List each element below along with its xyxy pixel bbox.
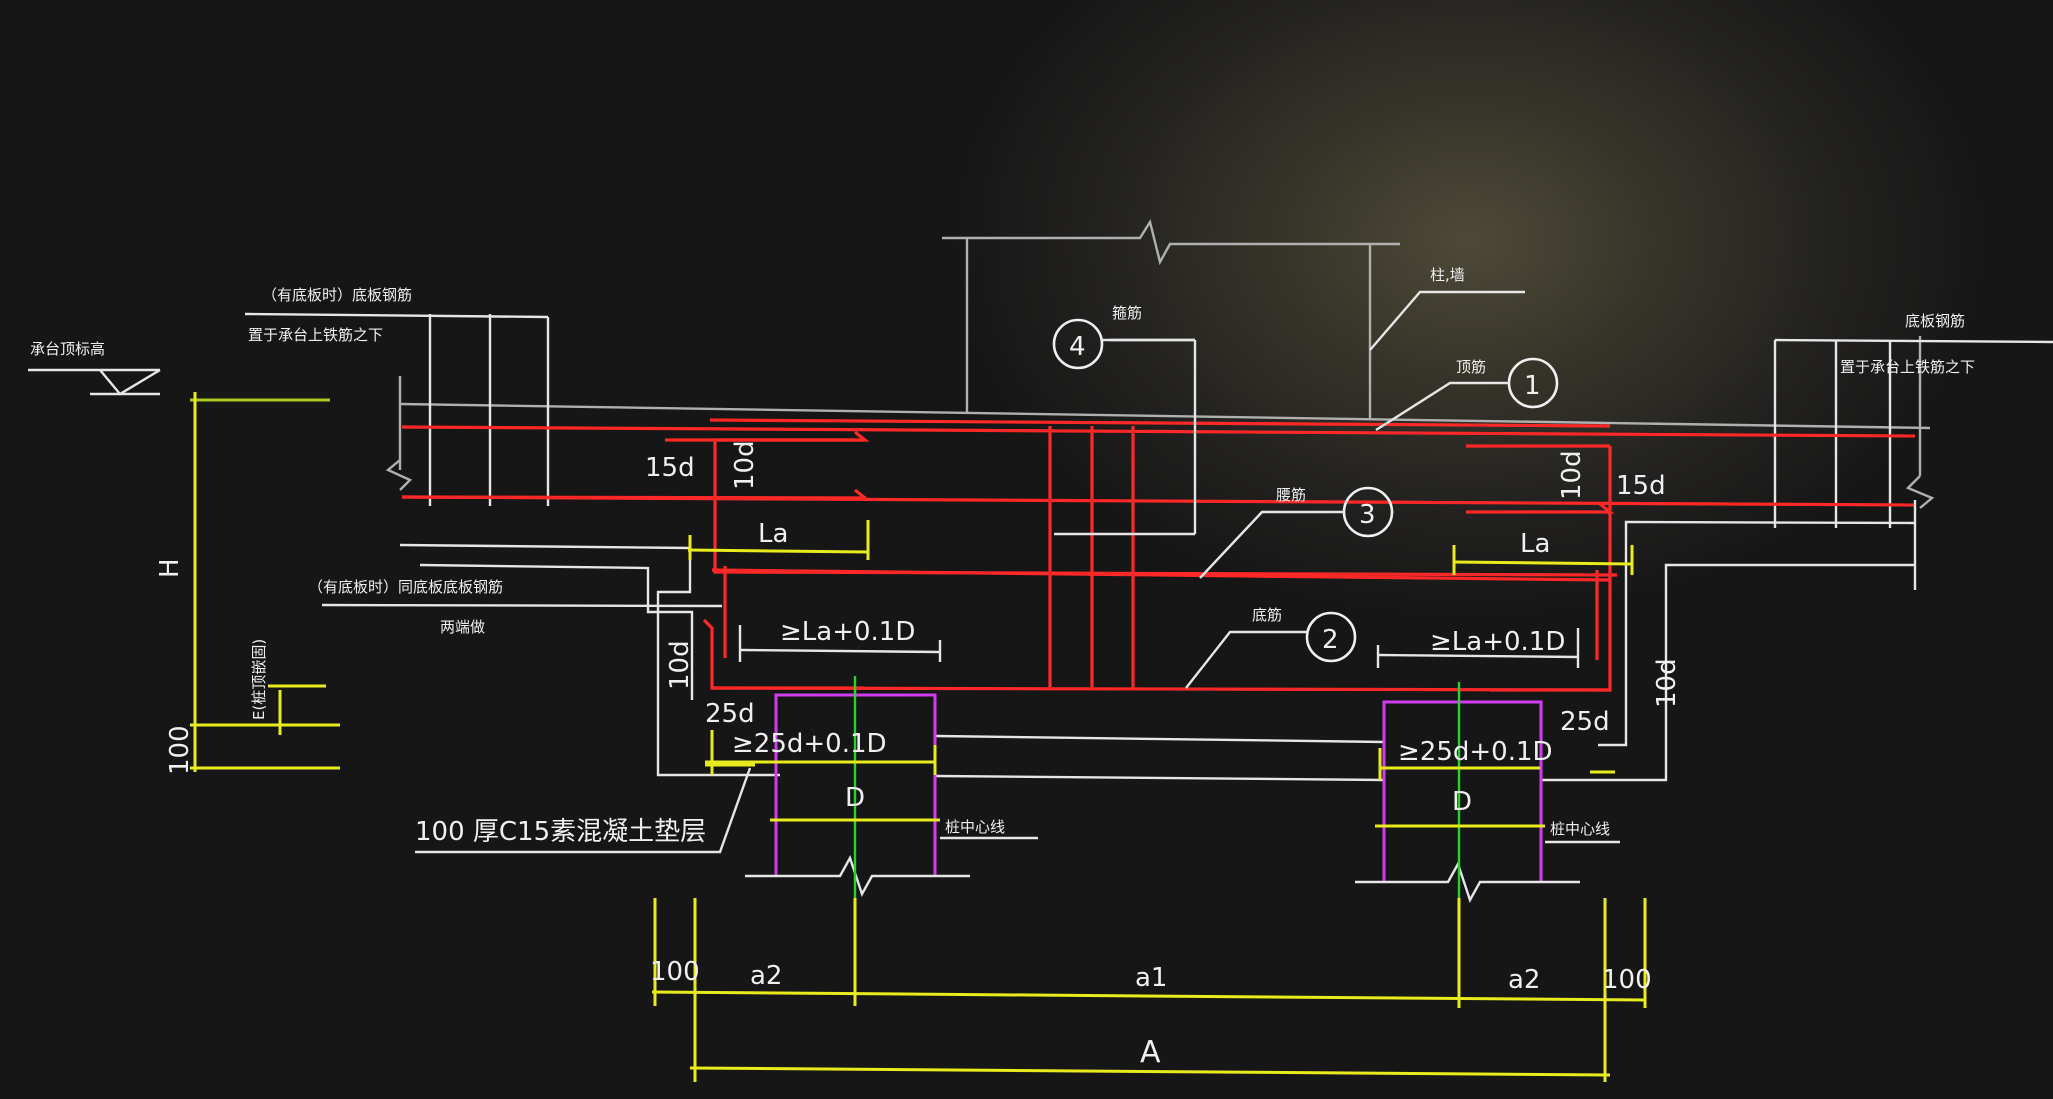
- dim-10d-left: 10d: [730, 440, 760, 490]
- dim-D-right: D: [1452, 787, 1472, 817]
- slab-lines: [385, 336, 1935, 509]
- dims-left: 15d 10d La ≥La+0.1D 10d 25d ≥25d+0.1D D …: [645, 440, 1038, 840]
- dim-a1: a1: [1135, 963, 1167, 993]
- marker-2: 2 底筋: [1185, 606, 1357, 689]
- dim-a2-left: a2: [750, 961, 782, 991]
- cap-outline: [399, 338, 1917, 782]
- dim-10d-right: 10d: [1557, 450, 1587, 500]
- note-mid-left-2: 两端做: [440, 618, 485, 636]
- dim-D-left: D: [845, 783, 865, 813]
- bottom-dims: 100 a2 a1 a2 100 A: [650, 898, 1652, 1082]
- left-top-note: （有底板时）底板钢筋 置于承台上铁筋之下: [244, 286, 550, 506]
- right-top-note: 底板钢筋 置于承台上铁筋之下: [1773, 312, 2053, 528]
- dim-2501-right: ≥25d+0.1D: [1398, 737, 1553, 767]
- label-stirrup: 箍筋: [1112, 304, 1142, 322]
- dim-la01-left: ≥La+0.1D: [780, 617, 915, 647]
- marker-1: 1 顶筋: [1375, 357, 1559, 432]
- dim-15d-right: 15d: [1616, 471, 1666, 501]
- dim-b100-left: 100: [650, 957, 700, 987]
- cushion-text: 100 厚C15素混凝土垫层: [415, 817, 706, 847]
- label-col: 柱,墙: [1430, 266, 1465, 284]
- dim-la-left: La: [758, 519, 788, 549]
- dim-e-label: E(桩顶嵌固): [250, 639, 268, 720]
- dim-la-right: La: [1520, 529, 1550, 559]
- dim-25d-left: 25d: [705, 699, 755, 729]
- note-top-right-2: 置于承台上铁筋之下: [1840, 358, 1975, 376]
- pile-center-left: 桩中心线: [945, 818, 1005, 836]
- dim-b100-right: 100: [1602, 965, 1652, 995]
- reinforcement: [401, 418, 1916, 692]
- dim-A: A: [1140, 1035, 1161, 1070]
- label-mid-bar: 腰筋: [1276, 486, 1306, 504]
- cap-top-level-text: 承台顶标高: [30, 340, 105, 358]
- dim-2501-left: ≥25d+0.1D: [732, 729, 887, 759]
- marker-3: 3 腰筋: [1199, 486, 1394, 579]
- marker-4: 4 箍筋: [1052, 304, 1195, 370]
- dim-a2-right: a2: [1508, 965, 1540, 995]
- dim-25d-right: 25d: [1560, 707, 1610, 737]
- dim-10d-vleft: 10d: [665, 640, 695, 690]
- dims-right: 15d 10d La ≥La+0.1D 10d 25d ≥25d+0.1D D …: [1375, 450, 1682, 844]
- dim-h100: 100: [165, 725, 195, 775]
- dim-h-label: H: [155, 558, 185, 578]
- column-outline: [942, 218, 1400, 418]
- pile-center-right: 桩中心线: [1550, 820, 1610, 838]
- note-top-left-1: （有底板时）底板钢筋: [262, 286, 412, 304]
- note-mid-left: （有底板时）同底板底板钢筋: [308, 578, 503, 596]
- dim-15d-left: 15d: [645, 453, 695, 483]
- note-top-right-1: 底板钢筋: [1905, 312, 1965, 330]
- svg-text:3: 3: [1359, 500, 1376, 530]
- label-bottom-bar: 底筋: [1252, 606, 1282, 624]
- dim-la01-right: ≥La+0.1D: [1430, 627, 1565, 657]
- svg-text:1: 1: [1524, 371, 1541, 401]
- svg-text:4: 4: [1069, 332, 1086, 362]
- mid-left-note: （有底板时）同底板底板钢筋 两端做: [308, 578, 723, 636]
- cap-top-level: 承台顶标高: [28, 340, 161, 396]
- dim-h: H E(桩顶嵌固) 100: [155, 392, 340, 775]
- pile-left: [745, 676, 970, 935]
- cushion-callout: 100 厚C15素混凝土垫层: [415, 767, 752, 854]
- pile-right: [1355, 682, 1580, 940]
- svg-text:2: 2: [1322, 625, 1339, 655]
- label-top-bar: 顶筋: [1456, 358, 1486, 376]
- dim-10d-vright: 10d: [1652, 658, 1682, 708]
- col-callout: 柱,墙: [1369, 266, 1525, 351]
- note-top-left-2: 置于承台上铁筋之下: [248, 326, 383, 344]
